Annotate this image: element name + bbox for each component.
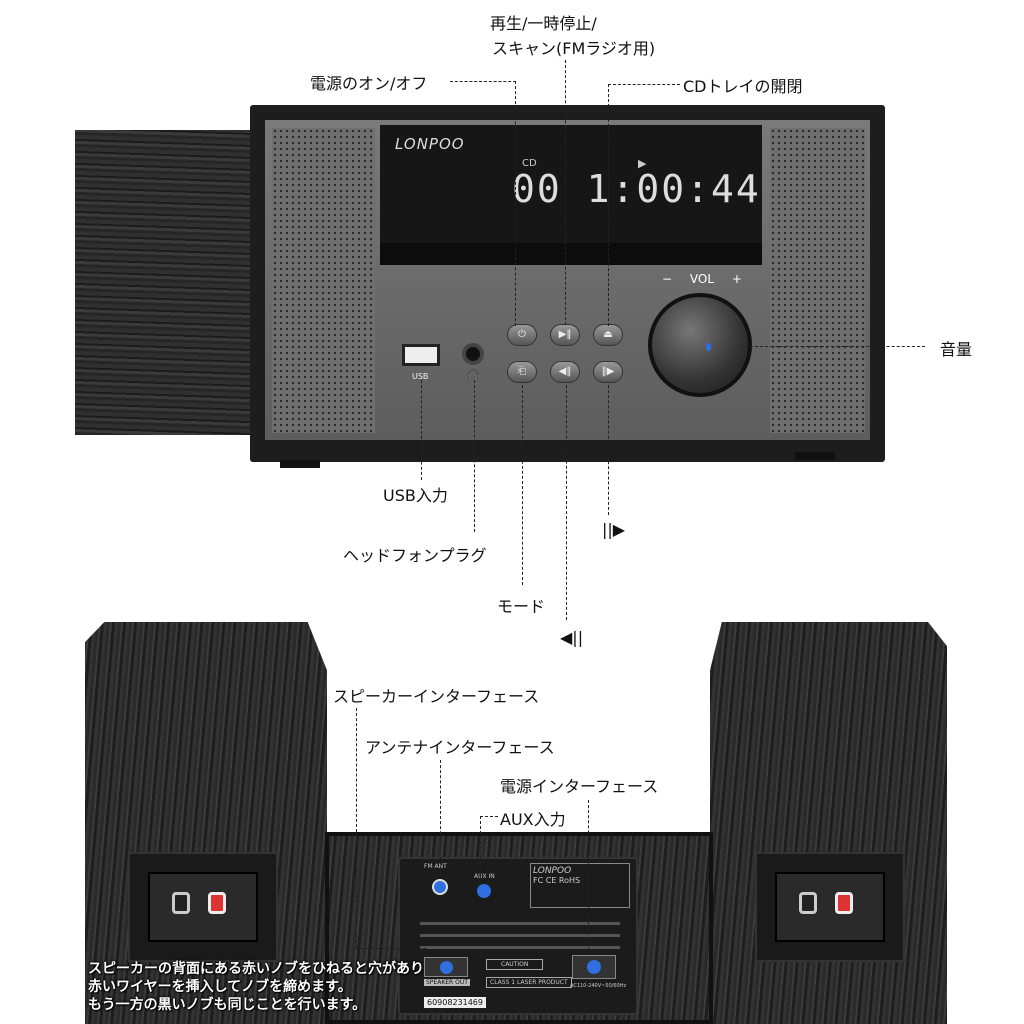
eject-button[interactable]: ⏏ [593,324,623,346]
callout-mode: モード [497,597,546,616]
speaker-out-label: SPEAKER OUT [424,979,470,986]
mode-button[interactable]: ⎗ [507,361,537,383]
play-indicator: ▶ [638,157,647,170]
rear-brand: LONPOO [533,866,572,876]
red-terminal[interactable] [208,892,226,914]
power-button[interactable]: ⏻ [507,324,537,346]
speaker-out-port[interactable] [424,957,468,977]
leader-line [565,60,566,325]
left-speaker-terminal-plate [128,852,278,962]
callout-antenna-interface: アンテナインターフェース [365,738,555,757]
serial-sticker: 60908231469 [424,997,486,1008]
right-speaker-terminal-plate [755,852,905,962]
black-terminal[interactable] [799,892,817,914]
right-speaker-back [710,622,947,1024]
fm-antenna-port[interactable] [432,879,448,895]
black-terminal[interactable] [172,892,190,914]
leader-line [608,385,609,515]
volume-plus: + [731,272,742,286]
cert-marks: FC CE RoHS [533,876,581,885]
callout-aux-input: AUX入力 [500,810,566,829]
leader-line [480,816,481,884]
red-terminal[interactable] [835,892,853,914]
leader-line [566,385,567,620]
callout-power-interface: 電源インターフェース [500,777,659,796]
callout-speaker-interface: スピーカーインターフェース [333,687,540,706]
next-button[interactable]: ‖▶ [593,361,623,383]
callout-previous: ◀|| [560,628,584,647]
callout-next: ||▶ [602,520,626,539]
leader-line [588,800,589,950]
caption-line-2: 赤いワイヤーを挿入してノブを締めます。 [88,979,352,995]
left-speaker-grille [272,128,375,433]
ac-power-port[interactable] [572,955,616,979]
caption-line-1: スピーカーの背面にある赤いノブをひねると穴があり [88,961,424,977]
aux-in-label: AUX IN [474,873,495,880]
fm-ant-label: FM ANT [424,863,447,870]
volume-text: VOL [689,272,715,286]
volume-minus: − [662,272,673,286]
callout-power: 電源のオン/オフ [310,74,428,93]
volume-label: − VOL + [662,272,742,286]
spec-label: LONPOO FC CE RoHS [530,863,630,908]
unit-foot-left [280,460,320,468]
leader-line [745,346,925,347]
callout-volume: 音量 [940,340,973,359]
leader-line [421,380,422,480]
laser-label: CLASS 1 LASER PRODUCT [486,977,572,988]
brand-logo: LONPOO [395,135,465,153]
vents [420,917,620,953]
leader-line [608,84,680,85]
unit-foot-right [795,452,835,460]
leader-line [356,708,357,948]
leader-line [515,81,516,326]
play-pause-button[interactable]: ▶‖ [550,324,580,346]
leader-line [450,81,516,82]
callout-cd-tray: CDトレイの開閉 [683,77,803,96]
ac-label: AC110-240V~50/60Hz [570,983,627,989]
leader-line [608,84,609,326]
caution-label: CAUTION [486,959,544,970]
leader-line [356,948,426,949]
headphone-icon: 🎧 [466,368,480,381]
callout-usb-input: USB入力 [383,486,448,505]
leader-line [522,385,523,585]
usb-port[interactable] [402,344,440,366]
source-indicator: CD [522,158,537,169]
caption-line-3: もう一方の黒いノブも同じことを行います。 [88,997,367,1013]
usb-port-label: USB [412,372,429,381]
right-speaker-grille [770,128,865,433]
rear-panel: FM ANT AUX IN LONPOO FC CE RoHS SPEAKER … [398,857,638,1015]
callout-play-pause-line2: スキャン(FMラジオ用) [492,39,656,58]
volume-knob[interactable] [648,293,752,397]
volume-indicator-dot [706,343,711,351]
time-readout: 00 1:00:44 [512,167,761,211]
callout-headphone: ヘッドフォンプラグ [343,546,487,565]
previous-button[interactable]: ◀‖ [550,361,580,383]
unit-side-panel [75,130,260,435]
leader-line [480,816,498,817]
aux-input-port[interactable] [477,884,491,898]
headphone-jack[interactable] [462,343,484,365]
leader-line [440,760,441,875]
display-panel: LONPOO CD ▶ 00 1:00:44 [380,125,762,265]
leader-line [474,380,475,532]
callout-play-pause-line1: 再生/一時停止/ [490,14,597,33]
